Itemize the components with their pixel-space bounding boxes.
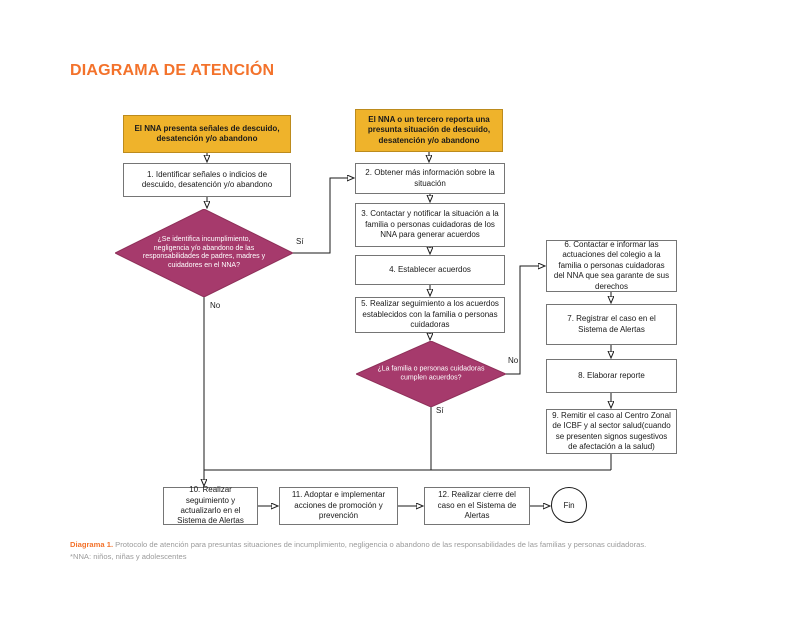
figure-caption: Diagrama 1. Protocolo de atención para p… [70,539,770,563]
diamond-shape [356,341,506,407]
caption-label: Diagrama 1. [70,540,114,549]
step-12-box: 12. Realizar cierre del caso en el Siste… [424,487,530,525]
caption-note: *NNA: niños, niñas y adolescentes [70,552,187,562]
decision-2-diamond: ¿La familia o personas cuidadoras cumple… [356,341,506,407]
step-9-box: 9. Remitir el caso al Centro Zonal de IC… [546,409,677,454]
step-3-box: 3. Contactar y notificar la situación a … [355,203,505,247]
end-node: Fin [551,487,587,523]
start-node-right: El NNA o un tercero reporta una presunta… [355,109,503,152]
decision-2-yes-label: Sí [436,406,444,415]
page-title: DIAGRAMA DE ATENCIÓN [70,62,275,79]
decision-2-no-label: No [508,356,519,365]
step-6-box: 6. Contactar e informar las actuaciones … [546,240,677,292]
step-10-box: 10. Realizar seguimiento y actualizarlo … [163,485,258,525]
decision-1-text: ¿Se identifica incumplimiento, negligenc… [142,235,266,269]
step-5-box: 5. Realizar seguimiento a los acuerdos e… [355,297,505,333]
caption-line-1: Diagrama 1. Protocolo de atención para p… [70,539,770,551]
decision-1-no-label: No [210,301,221,310]
step-8-box: 8. Elaborar reporte [546,359,677,393]
decision-1-yes-label: Sí [296,237,304,246]
step-2-box: 2. Obtener más información sobre la situ… [355,163,505,194]
step-11-box: 11. Adoptar e implementar acciones de pr… [279,487,398,525]
step-4-box: 4. Establecer acuerdos [355,255,505,285]
decision-1-diamond: ¿Se identifica incumplimiento, negligenc… [115,209,293,297]
step-1-box: 1. Identificar señales o indicios de des… [123,163,291,197]
step-7-box: 7. Registrar el caso en el Sistema de Al… [546,304,677,345]
caption-text: Protocolo de atención para presuntas sit… [113,540,647,549]
decision-2-text: ¿La familia o personas cuidadoras cumple… [377,365,485,381]
diamond-shape [115,209,293,297]
start-node-left: El NNA presenta señales de descuido, des… [123,115,291,153]
